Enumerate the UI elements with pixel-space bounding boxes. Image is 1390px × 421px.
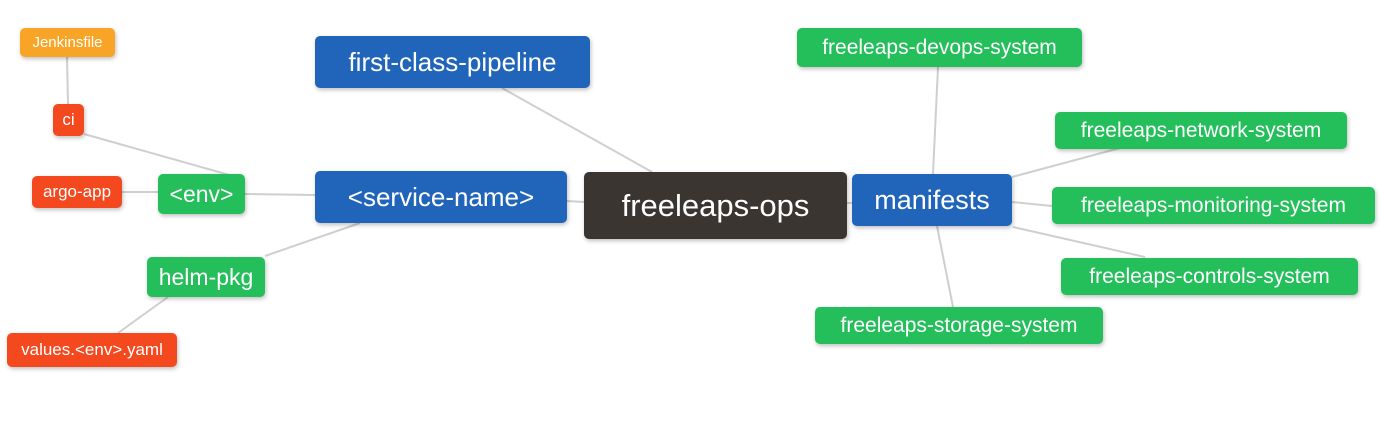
edge-manifests-storage-system bbox=[936, 225, 954, 308]
edge-values-env-yaml-helm-pkg bbox=[117, 296, 169, 334]
node-service-name[interactable]: <service-name> bbox=[315, 171, 567, 223]
node-first-class-pipeline[interactable]: first-class-pipeline bbox=[315, 36, 590, 88]
node-freeleaps-ops[interactable]: freeleaps-ops bbox=[584, 172, 847, 239]
node-freeleaps-network-system[interactable]: freeleaps-network-system bbox=[1055, 112, 1347, 149]
node-freeleaps-monitoring-system[interactable]: freeleaps-monitoring-system bbox=[1052, 187, 1375, 224]
edge-first-class-pipeline-freeleaps-ops bbox=[501, 87, 653, 173]
edge-manifests-devops-system bbox=[932, 66, 939, 175]
node-manifests[interactable]: manifests bbox=[852, 174, 1012, 226]
edge-manifests-controls-system bbox=[1012, 226, 1146, 258]
edge-manifests-monitoring-system bbox=[1011, 201, 1053, 207]
node-freeleaps-storage-system[interactable]: freeleaps-storage-system bbox=[815, 307, 1103, 344]
node-env[interactable]: <env> bbox=[158, 174, 245, 214]
node-jenkinsfile[interactable]: Jenkinsfile bbox=[20, 28, 115, 57]
node-freeleaps-devops-system[interactable]: freeleaps-devops-system bbox=[797, 28, 1082, 67]
edge-service-name-freeleaps-ops bbox=[566, 200, 585, 203]
edge-helm-pkg-service-name bbox=[264, 222, 361, 257]
node-freeleaps-controls-system[interactable]: freeleaps-controls-system bbox=[1061, 258, 1358, 295]
node-argo-app[interactable]: argo-app bbox=[32, 176, 122, 208]
node-values-env-yaml[interactable]: values.<env>.yaml bbox=[7, 333, 177, 367]
edge-jenkinsfile-ci bbox=[66, 56, 69, 105]
edge-manifests-network-system bbox=[1011, 147, 1121, 178]
node-helm-pkg[interactable]: helm-pkg bbox=[147, 257, 265, 297]
edge-ci-env bbox=[83, 133, 234, 177]
edge-env-service-name bbox=[244, 193, 316, 196]
node-ci[interactable]: ci bbox=[53, 104, 84, 136]
